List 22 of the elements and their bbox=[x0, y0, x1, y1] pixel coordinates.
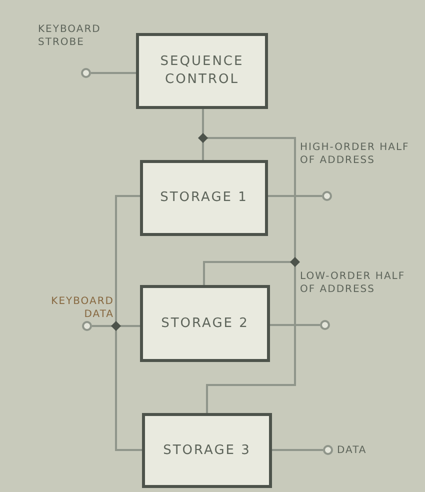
block-label: STORAGE 2 bbox=[160, 314, 250, 332]
block-label: STORAGE 3 bbox=[162, 442, 252, 460]
block-box bbox=[140, 285, 270, 362]
terminal-circle bbox=[322, 191, 332, 201]
wire bbox=[272, 449, 323, 451]
wire bbox=[270, 324, 320, 326]
terminal-circle bbox=[323, 445, 333, 455]
block-box bbox=[140, 160, 268, 236]
terminal-label: KEYBOARD STROBE bbox=[38, 23, 102, 49]
block-label: STORAGE 1 bbox=[159, 189, 249, 207]
block-box bbox=[142, 413, 272, 488]
block-label: SEQUENCE CONTROL bbox=[159, 53, 245, 89]
block-box bbox=[136, 33, 268, 109]
terminal-circle bbox=[82, 321, 92, 331]
wire bbox=[268, 195, 322, 197]
terminal-label: KEYBOARD DATA bbox=[50, 295, 114, 321]
terminal-circle bbox=[320, 320, 330, 330]
wire bbox=[91, 72, 136, 74]
terminal-circle bbox=[81, 68, 91, 78]
terminal-label: LOW-ORDER HALF OF ADDRESS bbox=[300, 270, 406, 296]
terminal-label: HIGH-ORDER HALF OF ADDRESS bbox=[300, 141, 410, 167]
terminal-label: DATA bbox=[337, 444, 368, 457]
